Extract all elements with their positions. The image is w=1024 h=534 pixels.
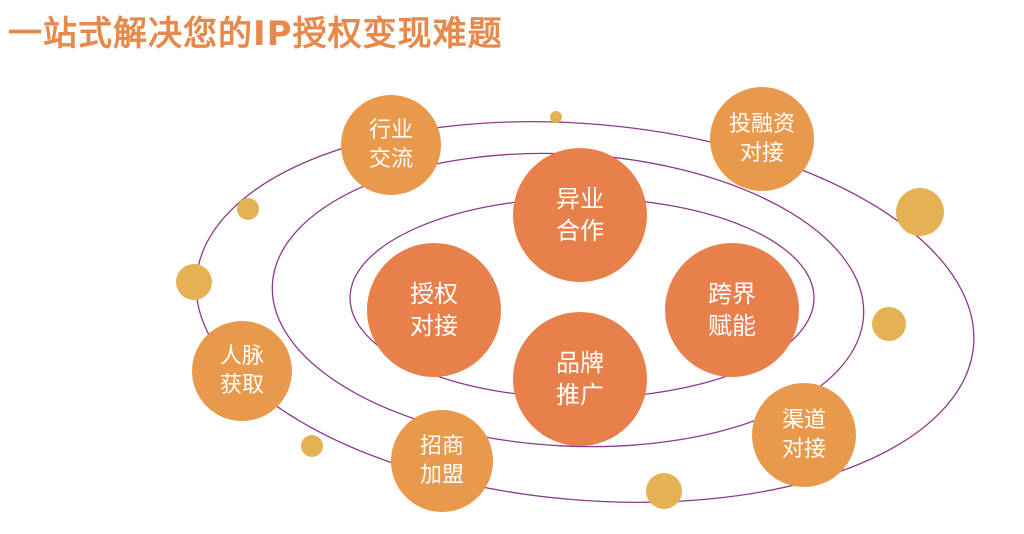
node-network-building: 人脉 获取: [192, 321, 292, 421]
node-label: 招商: [419, 434, 464, 459]
node-label: 行业: [368, 118, 413, 143]
page-title: 一站式解决您的IP授权变现难题: [8, 14, 503, 54]
node-label: 对接: [781, 437, 826, 462]
node-label: 异业: [556, 185, 604, 213]
node-investment-matching: 投融资 对接: [710, 87, 814, 191]
orbit-dot: [550, 111, 562, 123]
node-label: 赋能: [708, 312, 756, 340]
node-label: 跨界: [708, 280, 756, 308]
orbit-dot: [301, 435, 323, 457]
node-label: 授权: [410, 280, 458, 308]
node-label: 投融资: [728, 112, 795, 137]
orbit-dot: [896, 188, 944, 236]
node-label: 合作: [556, 217, 604, 245]
node-label: 渠道: [781, 408, 826, 433]
node-cross-industry-cooperation: 异业 合作: [513, 148, 647, 282]
orbit-dot: [176, 264, 212, 300]
node-label: 人脉: [219, 344, 264, 369]
node-industry-exchange: 行业 交流: [341, 95, 441, 195]
orbit-dot: [646, 473, 682, 509]
node-franchise-recruitment: 招商 加盟: [391, 410, 493, 512]
node-label: 推广: [556, 381, 604, 409]
node-label: 对接: [739, 141, 784, 166]
orbit-dot: [872, 307, 906, 341]
node-brand-promotion: 品牌 推广: [513, 312, 647, 446]
node-crossover-empowerment: 跨界 赋能: [665, 243, 799, 377]
node-label: 交流: [368, 147, 413, 172]
node-label: 品牌: [556, 349, 604, 377]
node-label: 获取: [219, 373, 264, 398]
node-licensing-matching: 授权 对接: [367, 243, 501, 377]
node-channel-matching: 渠道 对接: [752, 383, 856, 487]
node-label: 加盟: [419, 463, 464, 488]
node-label: 对接: [410, 312, 458, 340]
orbit-dot: [237, 198, 259, 220]
